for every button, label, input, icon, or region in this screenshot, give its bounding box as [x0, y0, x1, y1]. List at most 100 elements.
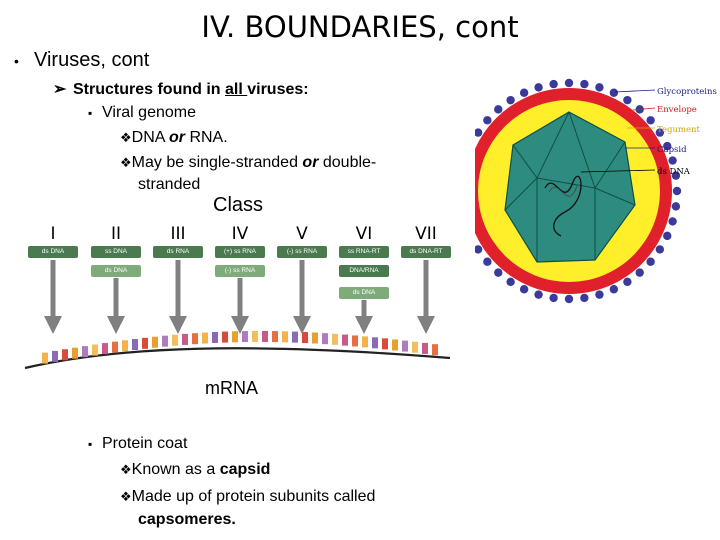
glycoprotein-spike [494, 268, 503, 277]
nucleotide [172, 334, 178, 346]
underlined-all: all [225, 81, 248, 98]
class-numeral-5: V [296, 224, 308, 244]
nucleotide [102, 343, 108, 355]
class-heading: Class [213, 194, 264, 216]
square-bullet-icon: ▪ [88, 106, 93, 120]
glycoprotein-spike [671, 202, 681, 211]
class-numeral-6: VI [355, 224, 373, 244]
bullet-text: Viruses, cont [34, 49, 150, 71]
glycoprotein-spike [668, 156, 677, 165]
glycoprotein-spike [646, 116, 655, 125]
glycoprotein-spike [519, 285, 529, 294]
nucleotide [232, 331, 238, 343]
glycoprotein-spike [534, 290, 543, 299]
stranded-continuation: stranded [138, 176, 201, 193]
nucleotide [312, 332, 318, 344]
glycoprotein-spike [519, 88, 529, 97]
diamond-bullet-icon: ❖ [120, 489, 132, 504]
glycoprotein-spike [549, 79, 558, 89]
nucleotide [432, 344, 438, 356]
bullet-viral-genome: ▪Viral genome [88, 104, 196, 121]
square-bullet-icon: ▪ [88, 437, 93, 451]
label-tegument: Tegument [657, 125, 701, 135]
nucleotide [252, 330, 258, 342]
arrow-head-4 [231, 316, 249, 334]
nucleotide [202, 332, 208, 344]
genome-box-5-1: (-) ss RNA [277, 246, 327, 258]
capsid-facets [504, 111, 636, 262]
nucleotide [182, 333, 188, 345]
nucleotide [282, 331, 288, 343]
genome-box-7-1: ds DNA-RT [401, 246, 451, 258]
glycoprotein-spike [564, 78, 574, 88]
glycoprotein-spike [655, 245, 665, 254]
bullet-dna-or-rna: ❖DNA or RNA. [120, 129, 228, 146]
nucleotide [62, 349, 68, 361]
class-numeral-1: I [50, 224, 56, 244]
genome-box-1-1: ds DNA [28, 246, 78, 258]
glycoprotein-spike [635, 268, 644, 277]
ds-dna-strand [544, 175, 582, 237]
genome-box-4-1: (+) ss RNA [215, 246, 265, 258]
nucleotide [142, 337, 148, 349]
glycoprotein-spike [564, 294, 574, 304]
arrow-head-7 [417, 316, 435, 334]
label-leader-lines [580, 89, 656, 173]
arrow-head-6 [355, 316, 373, 334]
capsomeres-word: capsomeres. [138, 511, 236, 528]
genome-box-6-2: DNA/RNA [339, 265, 389, 277]
glycoprotein-spike [506, 95, 515, 105]
glycoprotein-spike [549, 293, 558, 303]
bullet-stranded: ❖May be single-stranded or double- [120, 154, 377, 171]
nucleotide [192, 333, 198, 345]
label-capsid: Capsid [657, 145, 687, 155]
diamond-bullet-icon: ❖ [120, 155, 132, 170]
nucleotide [122, 340, 128, 352]
nucleotide [242, 331, 248, 343]
arrows-and-mrna-strand [24, 260, 451, 370]
nucleotide [132, 339, 138, 351]
label-glycoproteins: Glycoproteins [657, 87, 717, 97]
glycoprotein-spike [506, 277, 515, 287]
bullet-viruses-cont: • Viruses, cont [14, 49, 149, 72]
class-numeral-2: II [110, 224, 122, 244]
arrow-head-2 [107, 316, 125, 334]
glycoprotein-spikes [475, 78, 682, 304]
nucleotide [162, 335, 168, 347]
glycoprotein-spike [483, 257, 492, 266]
arrow-head-3 [169, 316, 187, 334]
glycoprotein-spike [595, 83, 604, 92]
label-envelope: Envelope [657, 105, 697, 115]
nucleotide [392, 339, 398, 351]
glycoprotein-spike [668, 217, 677, 226]
glycoprotein-spike [580, 79, 589, 89]
nucleotide [402, 340, 408, 352]
glycoprotein-spike [483, 116, 492, 125]
glycoprotein-spike [663, 231, 672, 241]
nucleotide [352, 335, 358, 347]
class-numeral-7: VII [415, 224, 437, 244]
arrow-head-1 [44, 316, 62, 334]
diamond-bullet-icon: ❖ [120, 130, 132, 145]
bullet-dot: • [14, 53, 19, 69]
nucleotide [322, 333, 328, 345]
genome-box-2-2: ds DNA [91, 265, 141, 277]
nucleotide [272, 331, 278, 343]
nucleotide [112, 341, 118, 353]
nucleotide [422, 342, 428, 354]
label-ds-dna: ds DNA [657, 167, 691, 177]
glycoprotein-spike [534, 83, 543, 92]
arrow-head-5 [293, 316, 311, 334]
mrna-backbone [24, 347, 451, 370]
nucleotide [92, 344, 98, 356]
class-numeral-3: III [170, 224, 186, 244]
glycoprotein-spike [475, 128, 483, 137]
nucleotide [152, 336, 158, 348]
mrna-label: mRNA [205, 378, 258, 398]
nucleotide [212, 332, 218, 344]
glycoprotein-spike [580, 293, 589, 303]
class-numeral-4: IV [231, 224, 249, 244]
nucleotide [52, 350, 58, 362]
bullet-protein-coat: ▪Protein coat [88, 435, 188, 452]
nucleotide [412, 341, 418, 353]
